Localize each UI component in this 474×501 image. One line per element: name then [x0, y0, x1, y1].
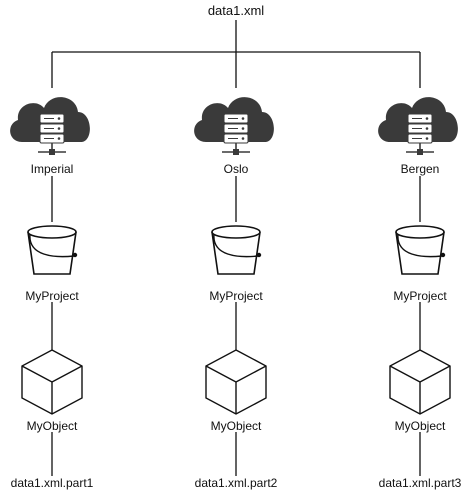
root-file-label: data1.xml — [207, 3, 265, 18]
part-file-label: data1.xml.part3 — [378, 476, 462, 490]
object-label: MyObject — [210, 419, 262, 433]
site-label: Imperial — [30, 162, 74, 176]
site-label: Oslo — [223, 162, 249, 176]
bucket-icon — [395, 225, 447, 275]
object-label: MyObject — [394, 419, 446, 433]
part-file-label: data1.xml.part2 — [194, 476, 278, 490]
cloud-server-icon — [193, 96, 275, 156]
site-label: Bergen — [400, 162, 440, 176]
bucket-icon — [211, 225, 263, 275]
project-label: MyProject — [209, 289, 263, 303]
cloud-server-icon — [377, 96, 459, 156]
bucket-icon — [27, 225, 78, 275]
cube-icon — [21, 349, 83, 415]
connector-lines — [51, 20, 421, 476]
cloud-server-icon — [9, 96, 91, 156]
part-file-label: data1.xml.part1 — [10, 476, 94, 490]
object-label: MyObject — [26, 419, 78, 433]
project-label: MyProject — [393, 289, 447, 303]
project-label: MyProject — [25, 289, 79, 303]
cube-icon — [389, 349, 451, 415]
cube-icon — [205, 349, 267, 415]
